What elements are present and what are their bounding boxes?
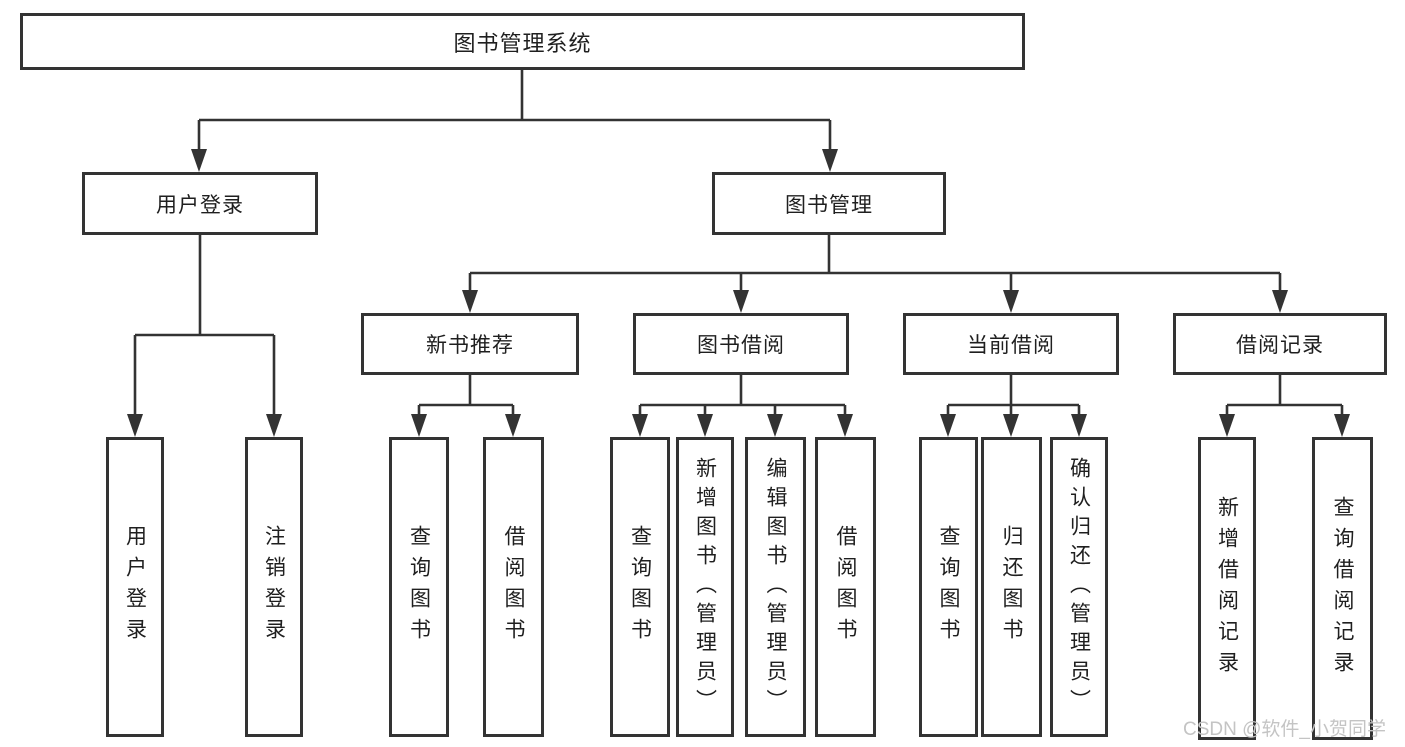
leaf-borrow-books: 借阅图书 <box>815 437 876 737</box>
node-book-borrow: 图书借阅 <box>633 313 849 375</box>
leaf-confirm-return-admin: 确认归还（管理员） <box>1050 437 1108 737</box>
node-new-book-recommend: 新书推荐 <box>361 313 579 375</box>
node-current-borrow: 当前借阅 <box>903 313 1119 375</box>
leaf-user-login: 用户登录 <box>106 437 164 737</box>
leaf-query-books-current: 查询图书 <box>919 437 978 737</box>
leaf-query-borrow-record: 查询借阅记录 <box>1312 437 1373 740</box>
leaf-return-books: 归还图书 <box>981 437 1042 737</box>
leaf-borrow-books-recommend: 借阅图书 <box>483 437 544 737</box>
leaf-query-books-recommend: 查询图书 <box>389 437 449 737</box>
leaf-logout: 注销登录 <box>245 437 303 737</box>
node-library-management-system: 图书管理系统 <box>20 13 1025 70</box>
csdn-watermark: CSDN @软件_小贺同学 <box>1183 719 1386 740</box>
leaf-edit-books-admin: 编辑图书（管理员） <box>745 437 806 737</box>
node-book-management: 图书管理 <box>712 172 946 235</box>
node-user-login: 用户登录 <box>82 172 318 235</box>
leaf-add-borrow-record: 新增借阅记录 <box>1198 437 1256 740</box>
arrowheads <box>127 149 1350 437</box>
leaf-add-books-admin: 新增图书（管理员） <box>676 437 734 737</box>
leaf-query-books-borrow: 查询图书 <box>610 437 670 737</box>
node-borrow-records: 借阅记录 <box>1173 313 1387 375</box>
